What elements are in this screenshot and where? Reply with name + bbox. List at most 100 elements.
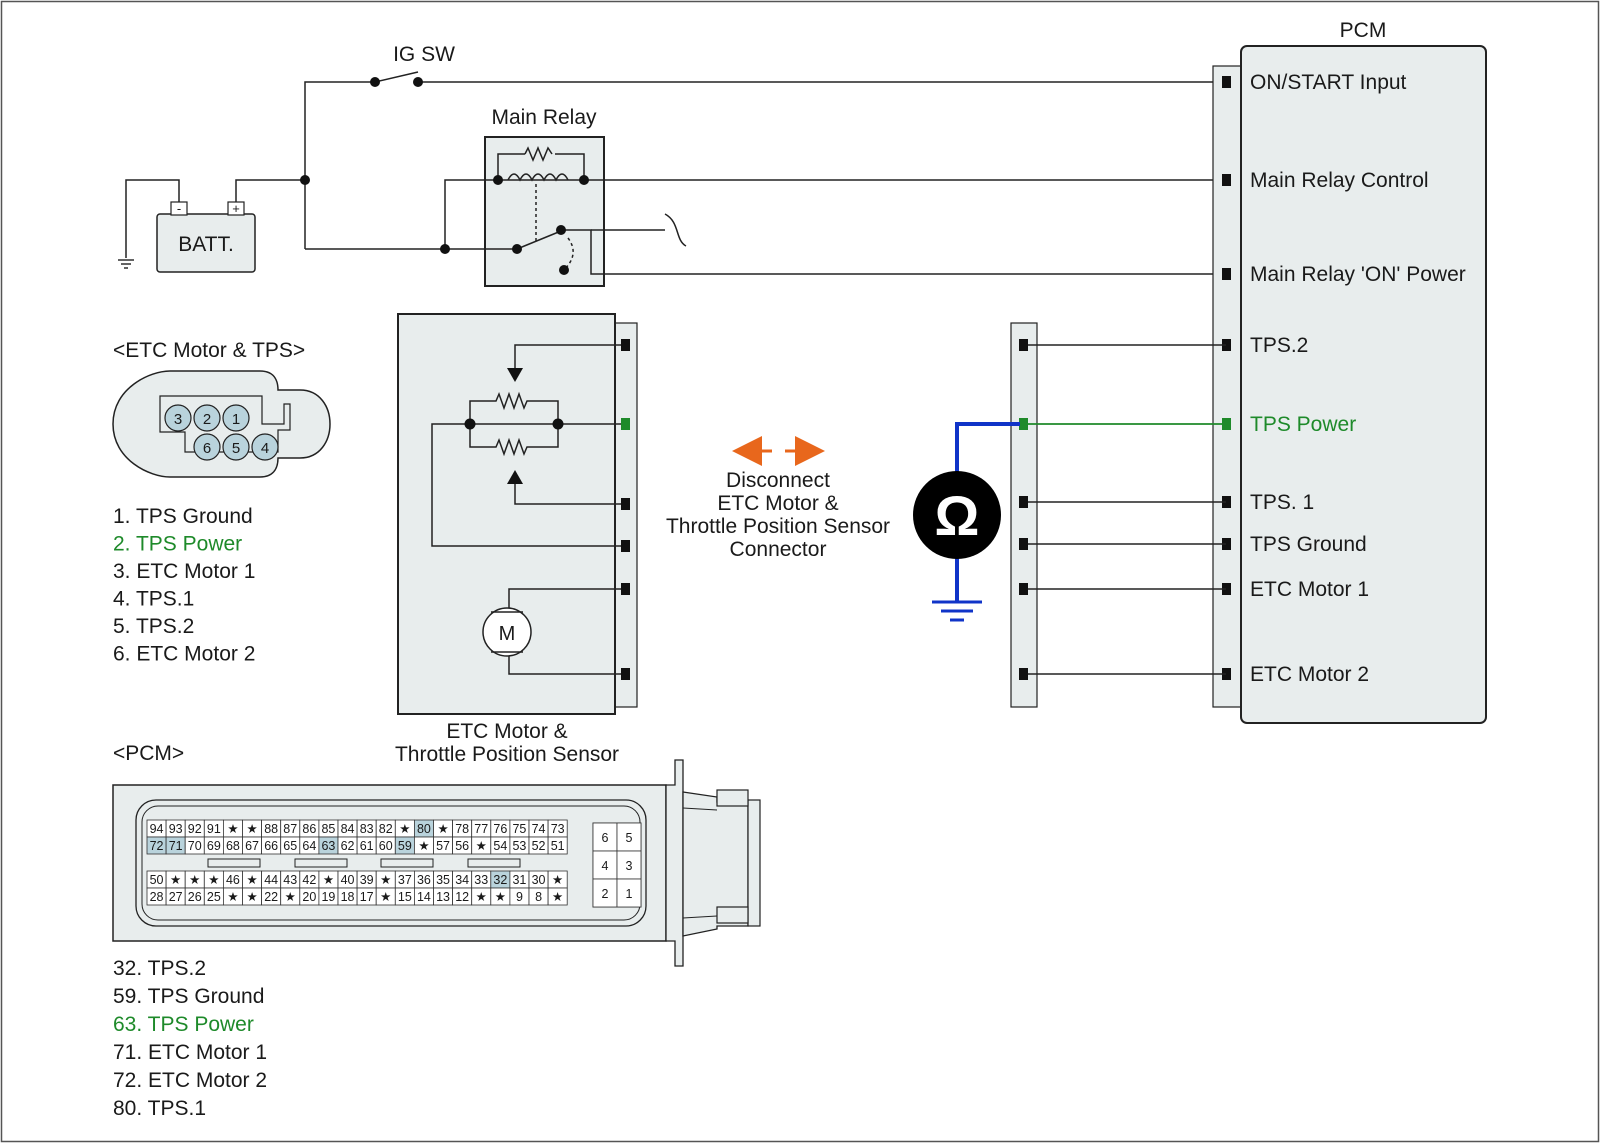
pcm-pin-number: 32: [493, 873, 507, 887]
harness-connector: [1010, 322, 1038, 708]
pcm-pin-number: 84: [341, 822, 355, 836]
pcm-pin-number: 36: [417, 873, 431, 887]
ohm-icon: Ω: [935, 484, 980, 547]
pcm-pin-number: 72: [150, 839, 164, 853]
pcm-pin-number: 8: [535, 890, 542, 904]
pcm-pin-number: 67: [245, 839, 259, 853]
pcm-box: [1240, 45, 1487, 724]
pcm-pin-number: 59: [398, 839, 412, 853]
pcm-pin-number: 61: [360, 839, 374, 853]
etc-connector-strip: [612, 322, 638, 708]
pcm-pin-mark: [1222, 268, 1231, 280]
pcm-pin-number: ★: [399, 822, 410, 836]
pcm-pin-number: ★: [323, 873, 334, 887]
pcm-pin-number: 57: [436, 839, 450, 853]
pcm-pin-number: ★: [246, 822, 257, 836]
pcm-pin-number: 53: [512, 839, 526, 853]
pcm-pin-number: ★: [285, 890, 296, 904]
legend-item: 4. TPS.1: [113, 588, 194, 611]
pcm-pin-number: 27: [169, 890, 183, 904]
pcm-small-pin-cell: [616, 850, 642, 880]
pcm-pin-number: 93: [169, 822, 183, 836]
pcm-pin-label: Main Relay Control: [1250, 169, 1429, 192]
pcm-pin-mark: [1222, 538, 1231, 550]
etc-wiper-arrows-icon: [507, 368, 523, 484]
pcm-pin-number: 94: [150, 822, 164, 836]
pcm-pin-number: ★: [437, 822, 448, 836]
pcm-pin-number: 52: [532, 839, 546, 853]
legend-item: 71. ETC Motor 1: [113, 1041, 267, 1064]
etc-pin-2: 2: [203, 411, 211, 428]
main-relay-label: Main Relay: [491, 106, 597, 129]
pcm-pin-mark: [1222, 174, 1231, 186]
pcm-pin-number: ★: [418, 839, 429, 853]
ground-icon: [118, 259, 134, 269]
pcm-pin-label: Main Relay 'ON' Power: [1250, 263, 1466, 286]
pcm-pin-number: 18: [341, 890, 355, 904]
pcm-pin-number: 63: [321, 839, 335, 853]
legend-item: 2. TPS Power: [113, 533, 242, 556]
pcm-pin-number: 82: [379, 822, 393, 836]
etc-connector-face: 3 2 1 6 5 4: [112, 370, 331, 478]
pcm-pin-number: ★: [476, 839, 487, 853]
svg-text:Throttle Position Sensor: Throttle Position Sensor: [666, 515, 890, 538]
pcm-pin-number: 40: [341, 873, 355, 887]
pcm-pin-number: 92: [188, 822, 202, 836]
pcm-pin-number: ★: [380, 873, 391, 887]
pcm-pin-number: 74: [532, 822, 546, 836]
legend-item: 59. TPS Ground: [113, 985, 264, 1008]
pcm-pin-number: 68: [226, 839, 240, 853]
pcm-pin-number: ★: [380, 890, 391, 904]
pcm-pin-number: 80: [417, 822, 431, 836]
etc-connector-title: <ETC Motor & TPS>: [113, 339, 305, 362]
etc-pins: [621, 339, 630, 680]
pcm-pin-number: 9: [516, 890, 523, 904]
pcm-pin-number: 56: [455, 839, 469, 853]
svg-text:Connector: Connector: [730, 538, 827, 561]
pcm-small-pin-cell: [616, 822, 642, 852]
legend-item: 72. ETC Motor 2: [113, 1069, 267, 1092]
svg-text:ETC Motor &: ETC Motor &: [446, 720, 567, 743]
pcm-pin-number: 35: [436, 873, 450, 887]
legend-item: 1. TPS Ground: [113, 505, 253, 528]
pcm-pin-mark: [1222, 339, 1231, 351]
pcm-pin-label: ON/START Input: [1250, 71, 1407, 94]
pcm-pin-number: 26: [188, 890, 202, 904]
pcm-pin-number: 33: [474, 873, 488, 887]
pcm-pin-number: 22: [264, 890, 278, 904]
etc-sensor-caption: ETC Motor & Throttle Position Sensor: [395, 720, 619, 766]
pcm-pin-number: ★: [246, 890, 257, 904]
pcm-pin-number: 43: [283, 873, 297, 887]
pcm-pin-number: 42: [302, 873, 316, 887]
pcm-pin-number: 20: [302, 890, 316, 904]
pcm-small-pin-number: 1: [626, 887, 633, 901]
pcm-pin-number: 15: [398, 890, 412, 904]
motor-icon: M: [499, 623, 516, 645]
harness-wires: [1024, 344, 1226, 675]
pcm-pin-label: TPS Ground: [1250, 533, 1367, 556]
legend-item: 3. ETC Motor 1: [113, 560, 255, 583]
pcm-pin-number: ★: [495, 890, 506, 904]
pcm-pin-mark: [1222, 418, 1231, 430]
pcm-pin-number: 34: [455, 873, 469, 887]
ohmmeter: Ω: [913, 422, 1020, 622]
etc-nodes: [464, 418, 564, 430]
battery: - + BATT.: [156, 201, 256, 273]
etc-pin-3: 3: [174, 411, 182, 428]
pcm-small-pin-cell: [592, 850, 618, 880]
pcm-pin-number: 17: [360, 890, 374, 904]
pcm-pin-number: 77: [474, 822, 488, 836]
legend-item: 6. ETC Motor 2: [113, 643, 255, 666]
pcm-connector-face: [112, 759, 761, 967]
svg-text:Throttle Position Sensor: Throttle Position Sensor: [395, 743, 619, 766]
legend-item: 5. TPS.2: [113, 615, 194, 638]
pcm-pin-number: 86: [302, 822, 316, 836]
pcm-small-pin-cell: [616, 878, 642, 908]
pcm-pin-number: 51: [551, 839, 565, 853]
pcm-pin-number: 30: [532, 873, 546, 887]
pcm-pin-number: 13: [436, 890, 450, 904]
pcm-pin-number: ★: [246, 873, 257, 887]
